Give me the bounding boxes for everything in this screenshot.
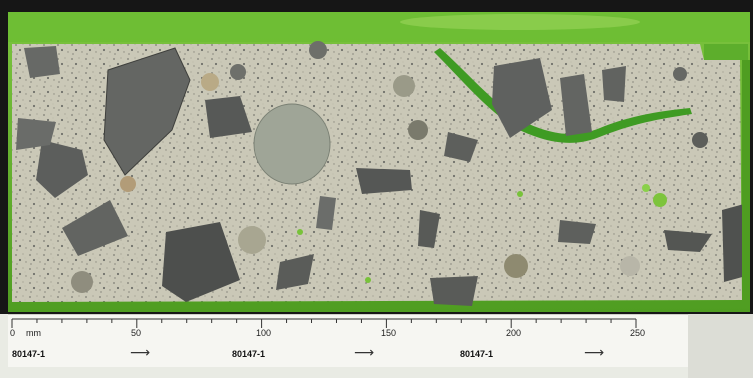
pebble (692, 132, 708, 148)
aggregate-round (253, 103, 331, 185)
epoxy-spot (297, 229, 303, 235)
pebble (71, 271, 93, 293)
aggregate (664, 230, 712, 252)
aggregate (16, 118, 56, 150)
aggregate (722, 204, 746, 282)
concrete-core-section (0, 0, 753, 314)
pebble (309, 41, 327, 59)
sample-id-label: 80147-1 (12, 349, 46, 359)
arrow-icon: ⟶ (584, 345, 605, 361)
pebble (238, 226, 266, 254)
pebble (230, 64, 246, 80)
pebble (393, 75, 415, 97)
aggregate (356, 168, 412, 194)
ruler-minor-ticks (36, 319, 612, 323)
aggregate (103, 47, 191, 176)
epoxy-spot (365, 277, 371, 283)
tick-label-150: 150 (381, 328, 397, 338)
aggregate (24, 46, 60, 78)
epoxy-spot (653, 193, 667, 207)
pebble (120, 176, 136, 192)
sample-id-label: 80147-1 (232, 349, 266, 359)
epoxy-crack (434, 48, 692, 143)
pebble (408, 120, 428, 140)
aggregate (62, 200, 128, 256)
aggregate (316, 196, 336, 230)
tick-label-50: 50 (131, 328, 142, 338)
tick-label-200: 200 (506, 328, 522, 338)
pebble (620, 256, 640, 276)
scale-label-strip: 0 mm 50 100 150 200 250 80147-1 ⟶ 80147-… (8, 314, 688, 367)
aggregate (558, 220, 596, 244)
aggregate (560, 74, 592, 136)
epoxy-edge (704, 44, 748, 60)
aggregate (492, 58, 552, 138)
arrow-icon: ⟶ (354, 345, 375, 361)
pebble (504, 254, 528, 278)
tick-label-0: 0 (10, 328, 16, 338)
sample-id-label: 80147-1 (460, 349, 494, 359)
ruler-major-ticks (11, 319, 637, 328)
arrow-icon: ⟶ (130, 345, 151, 361)
aggregate (162, 222, 240, 302)
epoxy-edge (742, 60, 750, 300)
epoxy-spot (642, 184, 650, 192)
aggregate (36, 140, 88, 198)
epoxy-spot (517, 191, 523, 197)
pebble (201, 73, 219, 91)
aggregate (602, 66, 626, 102)
mm-ruler (11, 318, 637, 328)
aggregate (276, 254, 314, 290)
epoxy-top-band (8, 12, 750, 42)
background-edge (688, 314, 753, 378)
aggregate (205, 96, 252, 138)
epoxy-highlight (400, 14, 640, 30)
aggregate (418, 210, 440, 248)
tick-label-250: 250 (630, 328, 646, 338)
pebble (673, 67, 687, 81)
tick-label-100: 100 (256, 328, 272, 338)
aggregate (430, 276, 478, 306)
aggregate (444, 132, 478, 162)
unit-label: mm (26, 328, 41, 338)
